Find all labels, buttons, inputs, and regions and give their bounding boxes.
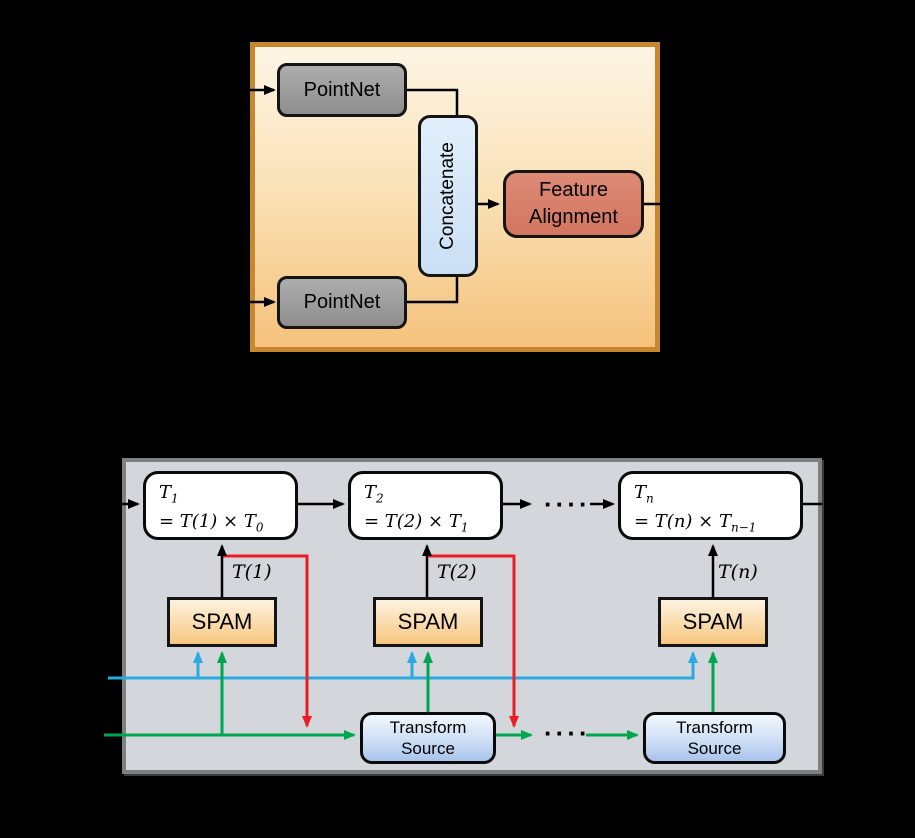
- transform-source-1-line2: Source: [401, 739, 455, 758]
- concatenate-box: Concatenate: [418, 115, 478, 277]
- spam-box-3: SPAM: [658, 597, 768, 647]
- accum-2-line2: = T(2) × T1: [364, 510, 469, 535]
- accum-n-line2: = T(n) × Tn−1: [634, 510, 757, 535]
- pointnet-top-label: PointNet: [303, 78, 381, 101]
- pointnet-top-box: PointNet: [277, 63, 407, 117]
- spam-box-2: SPAM: [373, 597, 483, 647]
- feature-alignment-label-line1: Feature: [539, 179, 608, 201]
- spam-box-1: SPAM: [167, 597, 277, 647]
- transform-accum-box-n: Tn = T(n) × Tn−1: [618, 471, 803, 540]
- ellipsis-dots-bottom: ····: [544, 718, 591, 748]
- tn-arrow-label: T(n): [718, 561, 758, 583]
- accum-2-line1: T2: [364, 482, 384, 506]
- transform-source-2-line1: Transform: [676, 717, 753, 737]
- concatenate-label: Concatenate: [437, 142, 458, 250]
- transform-accum-box-2: T2 = T(2) × T1: [348, 471, 503, 540]
- t2-arrow-label: T(2): [437, 561, 477, 583]
- accum-1-line2: = T(1) × T0: [159, 510, 264, 535]
- accum-n-line1: Tn: [634, 482, 654, 506]
- transform-source-box-1: Transform Source: [360, 712, 496, 764]
- transform-source-2-line2: Source: [687, 739, 742, 758]
- pointnet-bottom-label: PointNet: [303, 291, 381, 313]
- accum-1-line1: T1: [159, 482, 179, 506]
- pointnet-bottom-box: PointNet: [277, 276, 407, 329]
- spam-3-label: SPAM: [682, 609, 744, 634]
- feature-alignment-box: Feature Alignment: [503, 170, 644, 238]
- transform-accum-box-1: T1 = T(1) × T0: [143, 471, 298, 540]
- ellipsis-dots-top: ····: [544, 489, 591, 519]
- spam-1-label: SPAM: [191, 609, 253, 634]
- transform-source-box-2: Transform Source: [643, 712, 786, 764]
- feature-alignment-label-line2: Alignment: [529, 206, 618, 228]
- t1-arrow-label: T(1): [232, 561, 272, 583]
- transform-source-1-line1: Transform: [389, 717, 467, 737]
- spam-2-label: SPAM: [397, 609, 459, 634]
